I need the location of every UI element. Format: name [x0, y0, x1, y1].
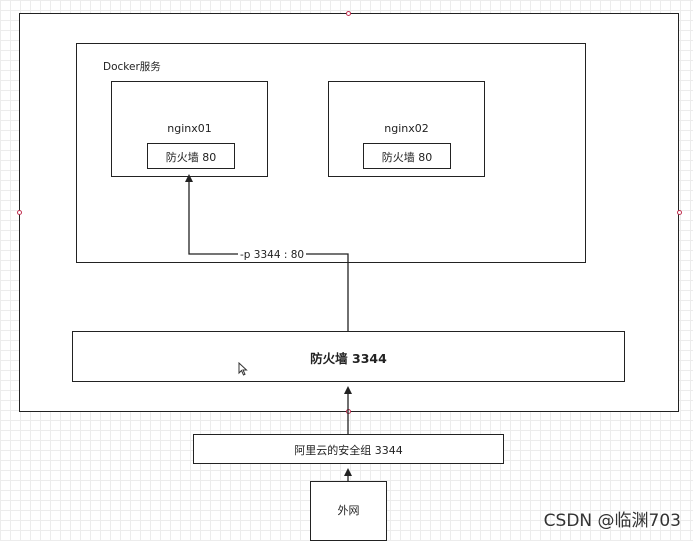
nginx02-firewall-box: 防火墙 80 [363, 143, 451, 169]
nginx02-label: nginx02 [384, 122, 429, 135]
nginx01-firewall-box: 防火墙 80 [147, 143, 235, 169]
nginx01-firewall-label: 防火墙 80 [165, 151, 217, 164]
selection-handle-top[interactable] [346, 11, 351, 16]
selection-handle-left[interactable] [17, 210, 22, 215]
aliyun-security-group-label: 阿里云的安全组 3344 [294, 444, 403, 457]
host-firewall-box: 防火墙 3344 [72, 331, 625, 382]
docker-service-label: Docker服务 [103, 61, 161, 73]
aliyun-security-group-box: 阿里云的安全组 3344 [193, 434, 504, 464]
port-mapping-label: -p 3344 : 80 [238, 249, 307, 261]
selection-handle-right[interactable] [677, 210, 682, 215]
host-firewall-label: 防火墙 3344 [310, 351, 387, 366]
csdn-watermark: CSDN @临渊703 [543, 511, 681, 531]
internet-box: 外网 [310, 481, 387, 541]
selection-handle-bottom[interactable] [346, 409, 351, 414]
mouse-cursor-icon [238, 362, 248, 376]
nginx01-label: nginx01 [167, 122, 212, 135]
internet-label: 外网 [337, 504, 360, 517]
nginx02-firewall-label: 防火墙 80 [381, 151, 433, 164]
